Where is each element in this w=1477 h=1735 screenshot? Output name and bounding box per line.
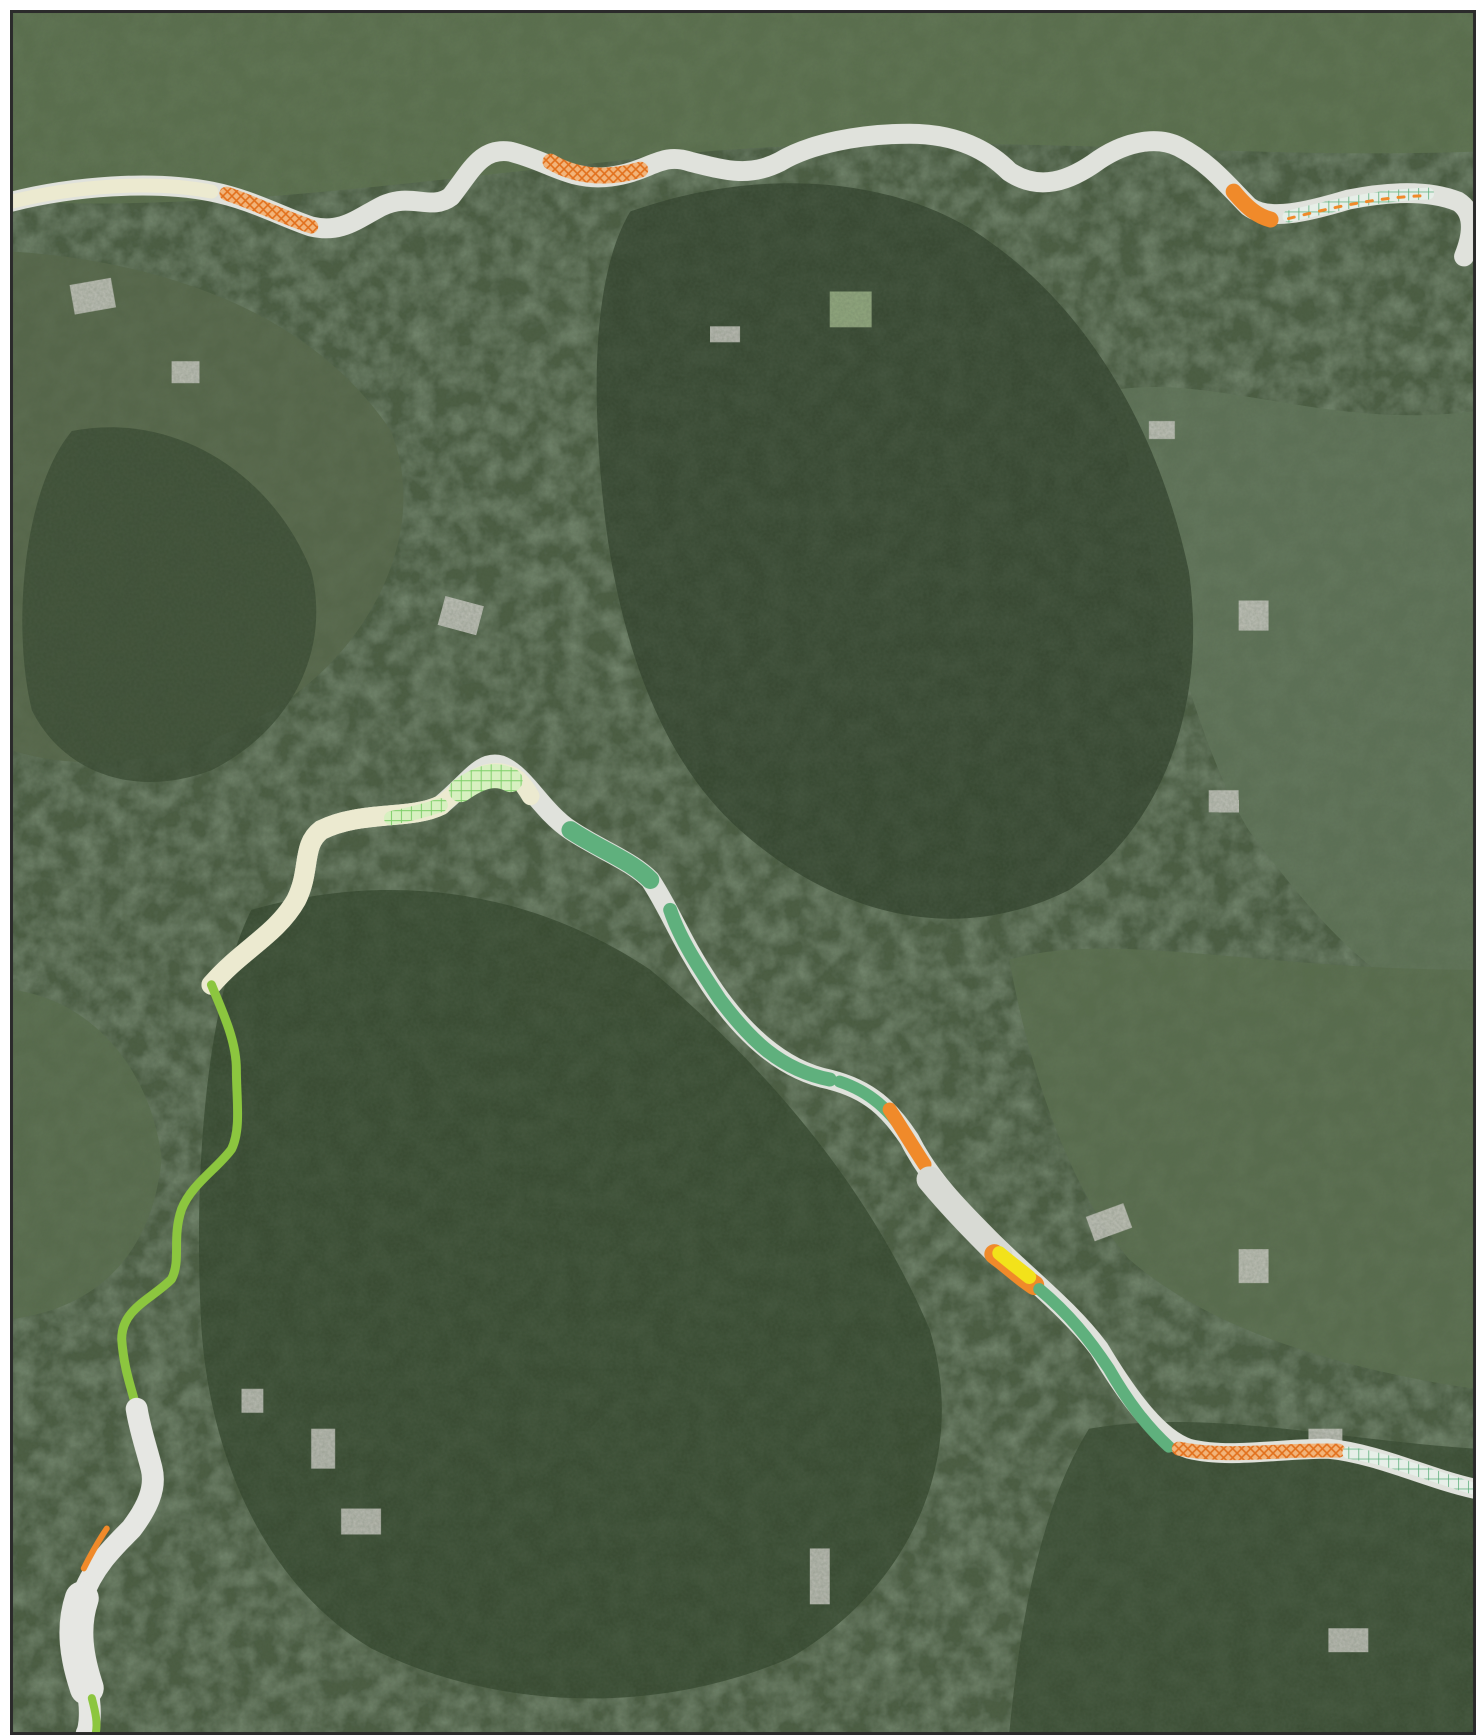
- main-river-north: [12, 123, 1474, 267]
- tributary-central-east: [201, 754, 1474, 1499]
- fine-texture: [12, 12, 1474, 1733]
- aerial-map: [10, 10, 1476, 1735]
- tributary-west: [59, 980, 243, 1733]
